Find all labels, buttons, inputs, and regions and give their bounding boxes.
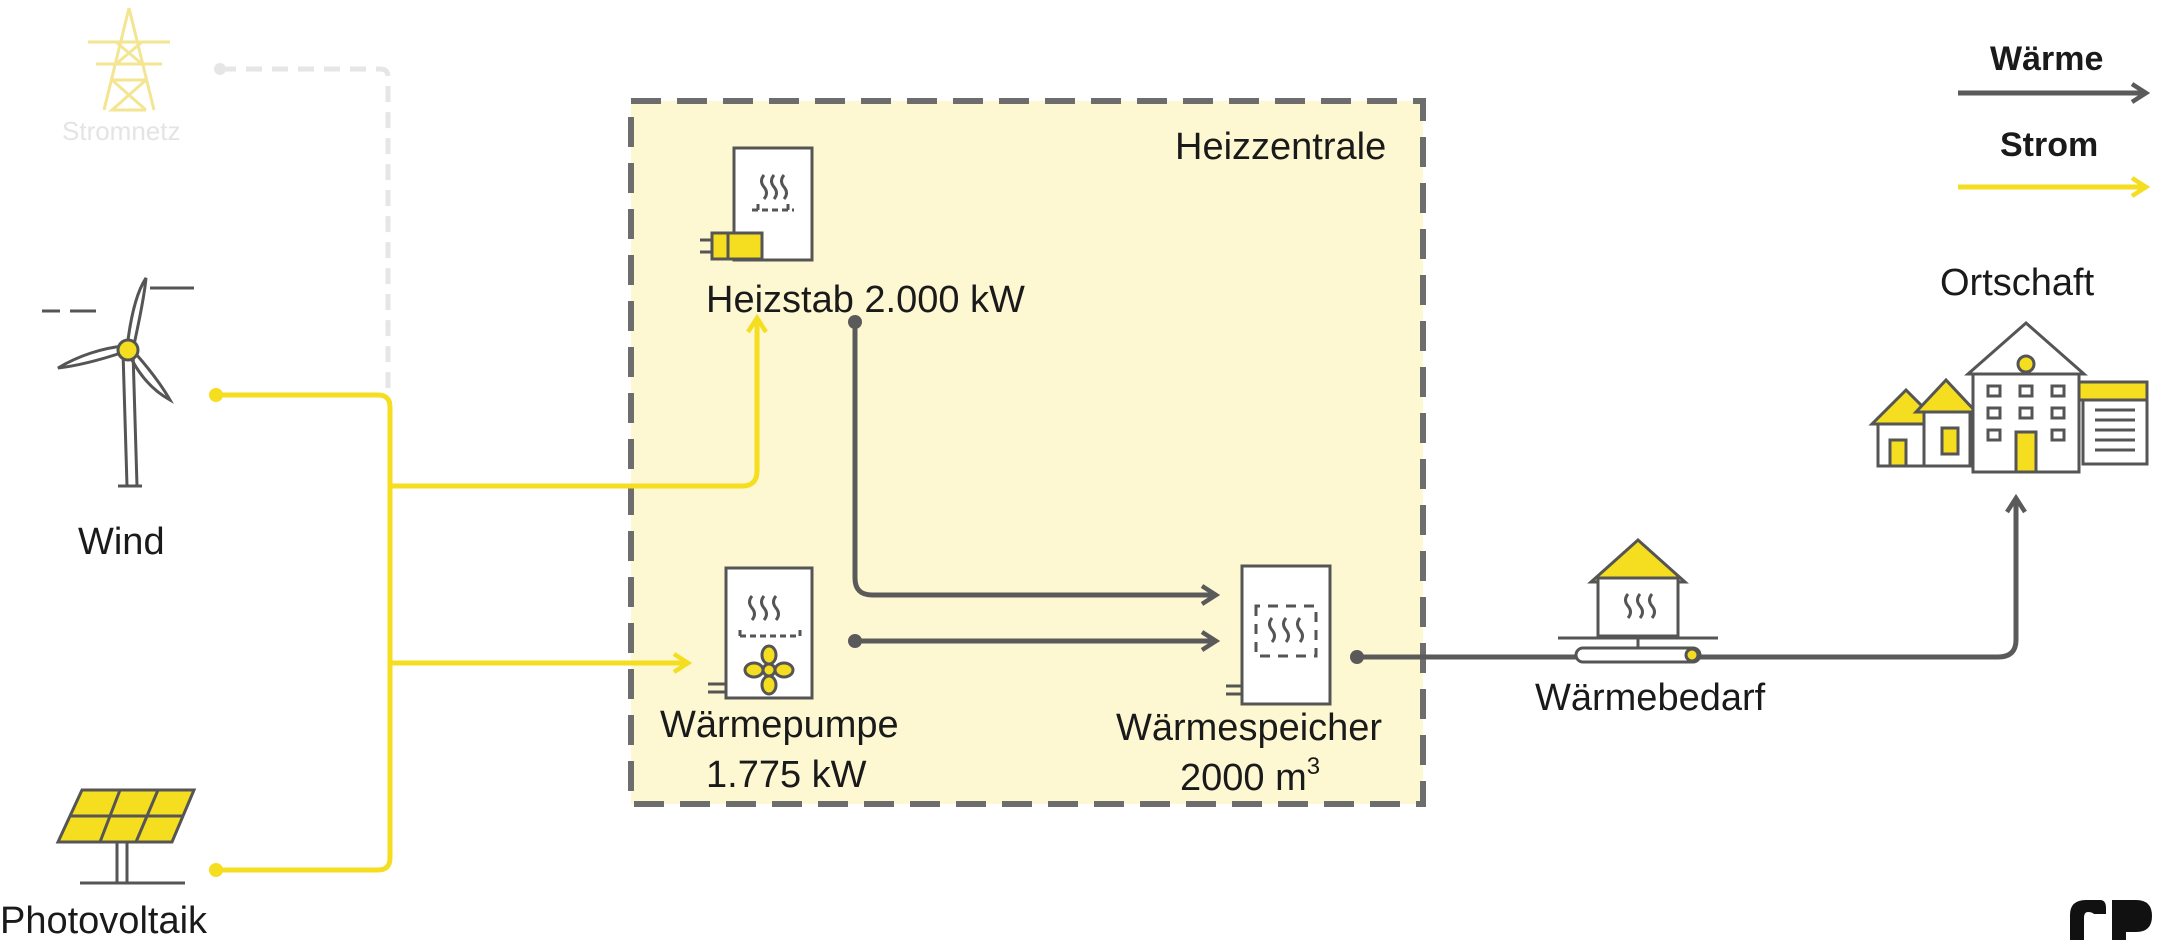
heat-pump-name: Wärmepumpe (660, 704, 899, 746)
house-pipe-icon (1558, 537, 1718, 664)
legend-power-label: Strom (2000, 126, 2099, 164)
storage-volume: 2000 m3 (1180, 753, 1321, 799)
heating-rod-icon (700, 146, 814, 262)
heat-pump-power: 1.775 kW (706, 754, 867, 796)
logo (2070, 900, 2152, 940)
transmission-tower-icon (88, 7, 170, 112)
pv-label: Photovoltaik (0, 900, 208, 942)
grid-connection-line (220, 66, 391, 400)
power-flow-lines (216, 318, 757, 873)
solar-panel-icon (55, 788, 197, 885)
heat-pump-icon (708, 566, 814, 700)
storage-name: Wärmespeicher (1116, 707, 1383, 749)
wind-turbine-icon (42, 277, 194, 488)
village-label: Ortschaft (1940, 262, 2095, 304)
legend-heat-label: Wärme (1990, 40, 2104, 78)
central-plant-title: Heizzentrale (1175, 126, 1387, 168)
wind-label: Wind (78, 521, 165, 563)
village-icon (1868, 321, 2149, 474)
grid-label: Stromnetz (62, 116, 181, 146)
heat-flow-lines (852, 322, 2016, 660)
demand-label: Wärmebedarf (1535, 677, 1766, 719)
heat-storage-icon (1226, 564, 1332, 706)
heating-rod-label: Heizstab 2.000 kW (706, 279, 1025, 321)
